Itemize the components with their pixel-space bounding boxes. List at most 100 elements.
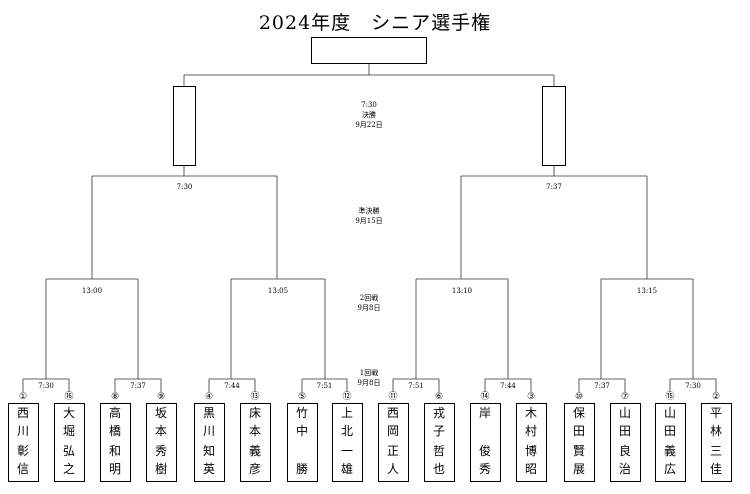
player-seed-9: ⑥: [434, 392, 444, 402]
semi-round-label: 準決勝 9月15日: [355, 206, 382, 226]
player-name-char: 坂: [154, 406, 167, 420]
player-name-char: 勝: [295, 462, 308, 476]
player-name-char: 林: [709, 424, 722, 438]
player-name-char: 彦: [248, 462, 261, 476]
player-name-char: 本: [154, 424, 167, 438]
player-seed-11: ③: [526, 392, 536, 402]
player-name-char: 堀: [62, 424, 75, 438]
r2-time-0: 13:00: [81, 287, 103, 295]
r1-date: 9月8日: [357, 379, 381, 387]
player-name-char: 正: [386, 444, 399, 458]
player-name-char: 村: [524, 424, 537, 438]
player-seed-10: ⑭: [480, 392, 490, 402]
player-name-char: 竹: [295, 406, 308, 420]
r1-round-label: 1回戦 9月8日: [358, 368, 381, 388]
player-name-char: 秀: [154, 444, 167, 458]
player-name-char: 広: [663, 462, 676, 476]
final-date: 9月22日: [355, 121, 383, 129]
player-box-8: 西岡正人: [377, 403, 409, 482]
player-name-char: 田: [618, 424, 631, 438]
semi-date: 9月15日: [355, 217, 383, 225]
page-title: 2024年度 シニア選手権: [258, 12, 492, 34]
player-name-char: 佳: [709, 462, 722, 476]
player-seed-13: ⑦: [620, 392, 630, 402]
final-name: 決勝: [362, 111, 376, 119]
r2-date: 9月8日: [357, 304, 381, 312]
player-box-9: 戎子哲也: [423, 403, 455, 482]
player-name-char: 子: [432, 424, 445, 438]
player-name-char: 中: [295, 424, 308, 438]
player-seed-4: ④: [204, 392, 214, 402]
player-name-char: 岡: [386, 424, 399, 438]
player-seed-15: ②: [711, 392, 721, 402]
player-name-char: 之: [62, 462, 75, 476]
player-name-char: 博: [524, 444, 537, 458]
r2-time-2: 13:10: [451, 287, 473, 295]
semi-time-0: 7:30: [176, 183, 193, 191]
player-name-char: 岸: [478, 406, 491, 420]
r1-time-5: 7:44: [500, 382, 516, 390]
player-seed-3: ⑨: [156, 392, 166, 402]
player-seed-0: ①: [18, 392, 28, 402]
player-name-char: 川: [202, 424, 215, 438]
player-name-char: 義: [248, 444, 261, 458]
player-name-char: 義: [663, 444, 676, 458]
player-seed-8: ⑪: [388, 392, 398, 402]
player-box-12: 保田賢展: [563, 403, 595, 482]
final-time: 7:30: [361, 101, 377, 109]
player-box-14: 山田義広: [654, 403, 686, 482]
player-name-char: 良: [618, 444, 631, 458]
semi-name: 準決勝: [358, 207, 380, 215]
player-name-char: 也: [432, 462, 445, 476]
player-box-13: 山田良治: [609, 403, 641, 482]
player-name-char: 昭: [524, 462, 537, 476]
player-box-11: 木村博昭: [515, 403, 547, 482]
final-round-label: 7:30 決勝 9月22日: [355, 100, 382, 130]
player-seed-6: ⑤: [297, 392, 307, 402]
r1-time-0: 7:30: [38, 382, 54, 390]
r2-name: 2回戦: [359, 294, 379, 302]
player-box-15: 平林三佳: [700, 403, 732, 482]
finalist-box-right: [542, 86, 566, 166]
player-name-char: 彰: [16, 444, 29, 458]
player-box-7: 上北一雄: [331, 403, 363, 482]
finalist-box-left: [173, 86, 196, 166]
player-name-char: 山: [663, 406, 676, 420]
player-seed-7: ⑫: [342, 392, 352, 402]
player-name-char: 哲: [432, 444, 445, 458]
player-box-2: 高橋和明: [99, 403, 131, 482]
player-name-char: 保: [572, 406, 585, 420]
player-seed-14: ⑮: [665, 392, 675, 402]
player-name-char: 三: [709, 444, 722, 458]
player-name-char: 展: [572, 462, 585, 476]
player-name-char: 秀: [478, 462, 491, 476]
player-name-char: 賢: [572, 444, 585, 458]
player-box-6: 竹中勝: [286, 403, 318, 482]
player-name-char: 明: [108, 462, 121, 476]
player-name-char: 樹: [154, 462, 167, 476]
player-seed-1: ⑯: [64, 392, 74, 402]
r2-time-3: 13:15: [636, 287, 658, 295]
player-name-char: 上: [340, 406, 353, 420]
player-name-char: 人: [386, 462, 399, 476]
player-name-char: 西: [386, 406, 399, 420]
r1-time-1: 7:37: [130, 382, 146, 390]
player-box-5: 床本義彦: [239, 403, 271, 482]
player-box-4: 黒川知英: [193, 403, 225, 482]
player-name-char: 信: [16, 462, 29, 476]
r2-time-1: 13:05: [267, 287, 289, 295]
r1-time-6: 7:37: [594, 382, 610, 390]
player-name-char: 大: [62, 406, 75, 420]
player-name-char: 山: [618, 406, 631, 420]
semi-time-1: 7:37: [546, 183, 562, 191]
player-name-char: 知: [202, 444, 215, 458]
player-name-char: 黒: [202, 406, 215, 420]
player-name-char: 田: [663, 424, 676, 438]
player-name-char: 西: [16, 406, 29, 420]
player-name-char: 英: [202, 462, 215, 476]
player-box-10: 岸俊秀: [469, 403, 501, 482]
player-name-char: 平: [709, 406, 722, 420]
player-seed-5: ⑬: [250, 392, 260, 402]
